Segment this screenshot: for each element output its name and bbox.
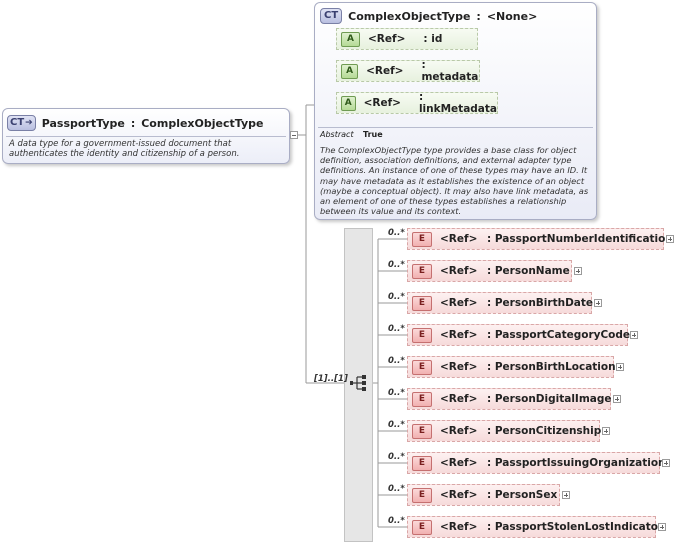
expand-icon[interactable] [562, 491, 570, 499]
element-name: : PassportCategoryCode [487, 329, 631, 341]
element-badge: E [412, 359, 432, 375]
element-ref: <Ref> [440, 425, 478, 437]
element-name: : PersonCitizenship [487, 425, 602, 437]
collapse-toggle-icon[interactable] [290, 131, 298, 139]
element-ref: <Ref> [440, 233, 478, 245]
type-separator: : [130, 116, 136, 130]
expand-icon[interactable] [602, 427, 610, 435]
base-type-name: ComplexObjectType [348, 9, 471, 23]
divider [6, 136, 286, 137]
element-person-digital-image[interactable]: E <Ref> : PersonDigitalImage [407, 388, 612, 410]
element-badge: E [412, 327, 432, 343]
attribute-ref: <Ref> [368, 33, 406, 45]
element-person-birth-location[interactable]: E <Ref> : PersonBirthLocation [407, 356, 616, 378]
element-badge: E [412, 519, 432, 535]
type-name: PassportType [41, 116, 125, 130]
divider [318, 127, 593, 128]
expand-icon[interactable] [630, 331, 638, 339]
sequence-icon [350, 375, 366, 391]
type-description: A data type for a government-issued docu… [9, 139, 240, 159]
attribute-ref: <Ref> [366, 65, 404, 77]
expand-icon[interactable] [666, 235, 674, 243]
element-person-citizenship[interactable]: E <Ref> : PersonCitizenship [407, 420, 602, 442]
type-base: ComplexObjectType [141, 116, 264, 130]
element-passport-stolen-lost-indicator[interactable]: E <Ref> : PassportStolenLostIndicator [407, 516, 663, 538]
element-name: : PassportStolenLostIndicator [487, 521, 664, 533]
element-ref: <Ref> [440, 489, 478, 501]
element-badge: E [412, 487, 432, 503]
element-passport-issuing-organization[interactable]: E <Ref> : PassportIssuingOrganization [407, 452, 666, 474]
element-ref: <Ref> [440, 361, 478, 373]
complex-type-badge: CT [320, 8, 343, 24]
element-occurrence: 0..* [388, 324, 405, 334]
complex-type-badge: CT➔ [7, 115, 36, 131]
expand-icon[interactable] [658, 523, 666, 531]
attribute-metadata[interactable]: A <Ref> : metadata [336, 59, 480, 83]
element-person-sex[interactable]: E <Ref> : PersonSex [407, 484, 560, 506]
attribute-name: : metadata [421, 59, 479, 83]
element-name: : PersonSex [487, 489, 558, 501]
expand-icon[interactable] [574, 267, 582, 275]
element-badge: E [412, 423, 432, 439]
extension-icon: ➔ [25, 118, 33, 128]
base-type-base: <None> [486, 9, 538, 23]
element-badge: E [412, 391, 432, 407]
element-person-name[interactable]: E <Ref> : PersonName [407, 260, 572, 282]
element-occurrence: 0..* [388, 260, 405, 270]
element-name: : PersonBirthLocation [487, 361, 616, 373]
element-name: : PersonName [487, 265, 570, 277]
element-badge: E [412, 231, 432, 247]
element-ref: <Ref> [440, 265, 478, 277]
element-name: : PassportNumberIdentification [487, 233, 673, 245]
element-occurrence: 0..* [388, 228, 405, 238]
element-occurrence: 0..* [388, 484, 405, 494]
attribute-badge: A [341, 63, 359, 79]
expand-icon[interactable] [616, 363, 624, 371]
element-occurrence: 0..* [388, 356, 405, 366]
element-person-birth-date[interactable]: E <Ref> : PersonBirthDate [407, 292, 594, 314]
sequence-compositor[interactable] [344, 228, 373, 542]
element-name: : PersonDigitalImage [487, 393, 612, 405]
element-occurrence: 0..* [388, 516, 405, 526]
base-type-description: The ComplexObjectType type provides a ba… [320, 145, 589, 217]
element-badge: E [412, 455, 432, 471]
attribute-id[interactable]: A <Ref> : id [336, 28, 478, 50]
passport-type-node[interactable]: CT➔ PassportType : ComplexObjectType A d… [2, 108, 290, 164]
abstract-label: Abstract [320, 130, 354, 139]
element-badge: E [412, 295, 432, 311]
expand-icon[interactable] [662, 459, 670, 467]
element-badge: E [412, 263, 432, 279]
attribute-name: : linkMetadata [418, 91, 497, 115]
abstract-value: True [363, 130, 383, 139]
element-ref: <Ref> [440, 329, 478, 341]
element-occurrence: 0..* [388, 292, 405, 302]
element-name: : PersonBirthDate [487, 297, 594, 309]
element-ref: <Ref> [440, 297, 478, 309]
element-ref: <Ref> [440, 393, 478, 405]
element-occurrence: 0..* [388, 420, 405, 430]
attribute-link-metadata[interactable]: A <Ref> : linkMetadata [336, 91, 498, 115]
element-passport-category-code[interactable]: E <Ref> : PassportCategoryCode [407, 324, 631, 346]
sequence-multiplicity: [1]..[1] [314, 374, 348, 384]
element-ref: <Ref> [440, 457, 478, 469]
element-ref: <Ref> [440, 521, 478, 533]
attribute-name: : id [423, 33, 443, 45]
attribute-badge: A [341, 95, 356, 111]
element-occurrence: 0..* [388, 452, 405, 462]
element-occurrence: 0..* [388, 388, 405, 398]
attribute-badge: A [341, 31, 360, 47]
attribute-ref: <Ref> [363, 97, 401, 109]
expand-icon[interactable] [613, 395, 621, 403]
element-passport-number-identification[interactable]: E <Ref> : PassportNumberIdentification [407, 228, 673, 250]
expand-icon[interactable] [594, 299, 602, 307]
element-name: : PassportIssuingOrganization [487, 457, 666, 469]
base-type-separator: : [476, 9, 481, 23]
